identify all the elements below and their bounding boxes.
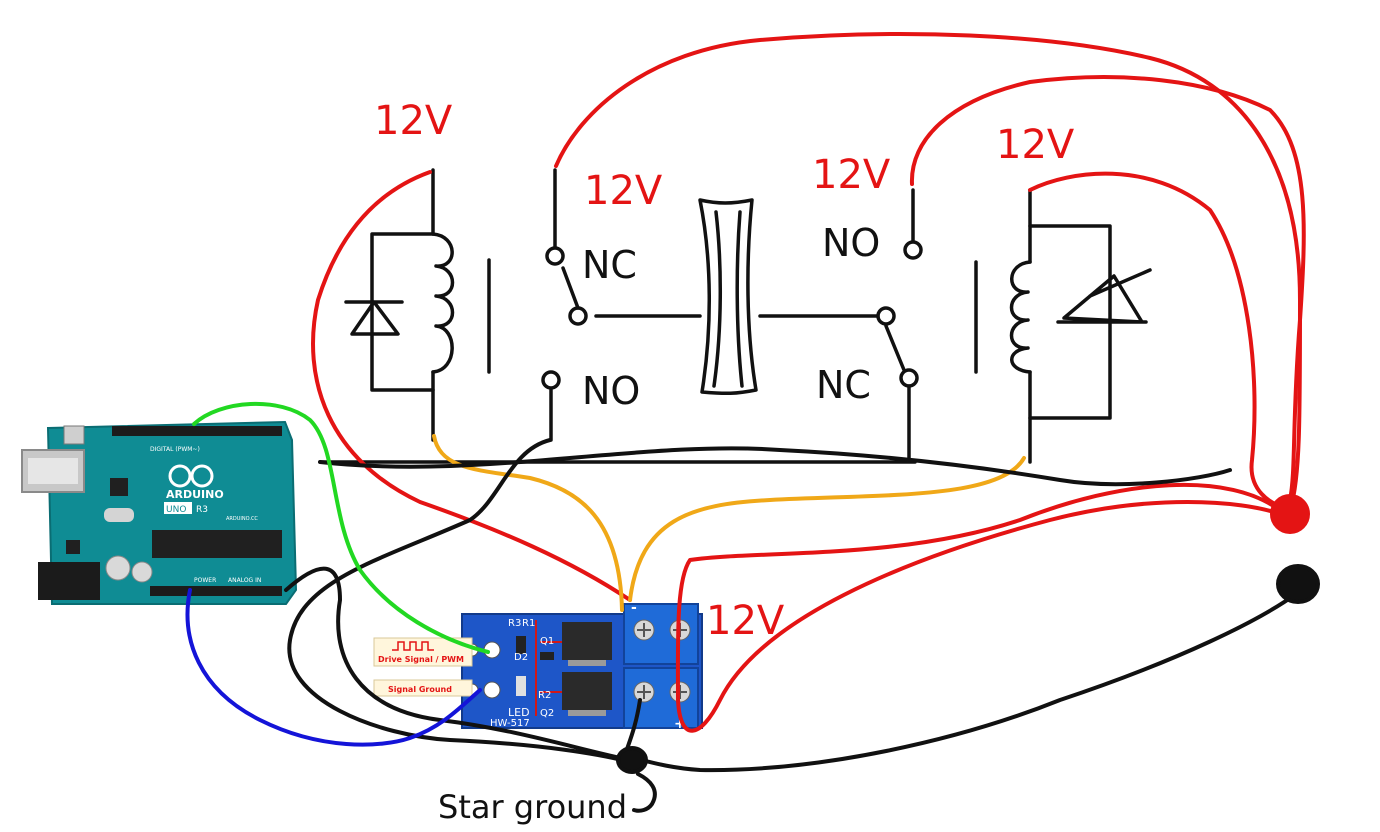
black-wire-loop [318,446,1232,487]
right-coil-12v-label: 12V [996,122,1075,168]
component-label-d2: D2 [514,652,528,663]
black-wire-return [632,592,1298,773]
arduino-uno-board: ARDUINO UNO R3 DIGITAL (PWM~) POWER ANAL… [21,420,298,605]
star-ground-label: Star ground [438,788,627,826]
arduino-brand-text: ARDUINO [166,488,224,501]
arduino-logo-icon [168,464,214,488]
orange-wire-right [628,456,1026,602]
component-label-q1: Q1 [540,636,554,647]
atmega-chip [152,530,282,558]
labels: 12V 12V NC NO 12V 12V NO NC 12V Star gro… [374,98,1075,826]
arduino-model-text: UNO [166,505,186,515]
star-ground-pointer [632,772,657,813]
digital-header [112,426,282,436]
left-nc-12v-label: 12V [584,168,663,214]
right-diode-icon [1056,268,1152,324]
mosfet-q1 [562,622,612,660]
ground-pin [483,681,501,699]
mosfet-12v-label: 12V [706,598,785,644]
arduino-site-text: ARDUINO.CC [226,516,258,522]
mosfet-module: Drive Signal / PWM Signal Ground R3 R1 Q… [373,600,703,732]
orange-wire-left [432,434,624,612]
green-wire-pwm [192,402,490,654]
mosfet-q2 [562,672,612,710]
star-ground-node [616,746,648,774]
relay-schematic [318,168,1152,464]
right-no-label: NO [822,221,880,265]
left-diode-icon [344,300,404,336]
terminal-plus-label: + [674,716,686,732]
arduino-analog-text: ANALOG IN [228,577,261,584]
red-wire-supply-main [675,482,1284,733]
right-nc-label: NC [816,363,871,407]
black-wire-relay-no [287,438,632,764]
wires [185,32,1320,813]
model-label: HW-517 [490,718,530,729]
motor-icon [698,198,758,396]
blue-wire-signal-ground [185,588,482,747]
red-wire-right-coil [1028,171,1288,510]
left-no-label: NO [582,369,640,413]
left-switch [549,168,702,442]
component-label-q2: Q2 [540,708,554,719]
red-wire-left-coil [311,170,632,602]
red-terminal-dot [1270,494,1310,534]
left-coil-12v-label: 12V [374,98,453,144]
signal-ground-label: Signal Ground [388,685,452,694]
arduino-revision-text: R3 [196,505,208,515]
left-nc-label: NC [582,243,637,287]
arduino-digital-text: DIGITAL (PWM~) [150,446,200,453]
black-wire-ground-arduino [284,566,632,762]
reset-button [63,425,85,445]
red-wire-right-no [909,75,1306,502]
arduino-power-text: POWER [194,577,216,584]
red-wire-left-nc [554,32,1302,512]
screw-icon [633,619,691,703]
power-analog-header [150,586,282,596]
right-no-12v-label: 12V [812,152,891,198]
dc-power-jack [38,562,100,600]
black-terminal-dot [1276,564,1320,604]
led-label: LED [508,706,530,719]
left-relay-coil [370,168,491,442]
component-label-r2: R2 [538,690,551,701]
component-label-r1: R1 [522,618,535,629]
component-label-r3: R3 [508,618,521,629]
terminal-minus-label: - [631,600,637,616]
drive-signal-label: Drive Signal / PWM [378,655,464,664]
right-relay-coil [974,188,1112,464]
right-switch [318,188,917,464]
